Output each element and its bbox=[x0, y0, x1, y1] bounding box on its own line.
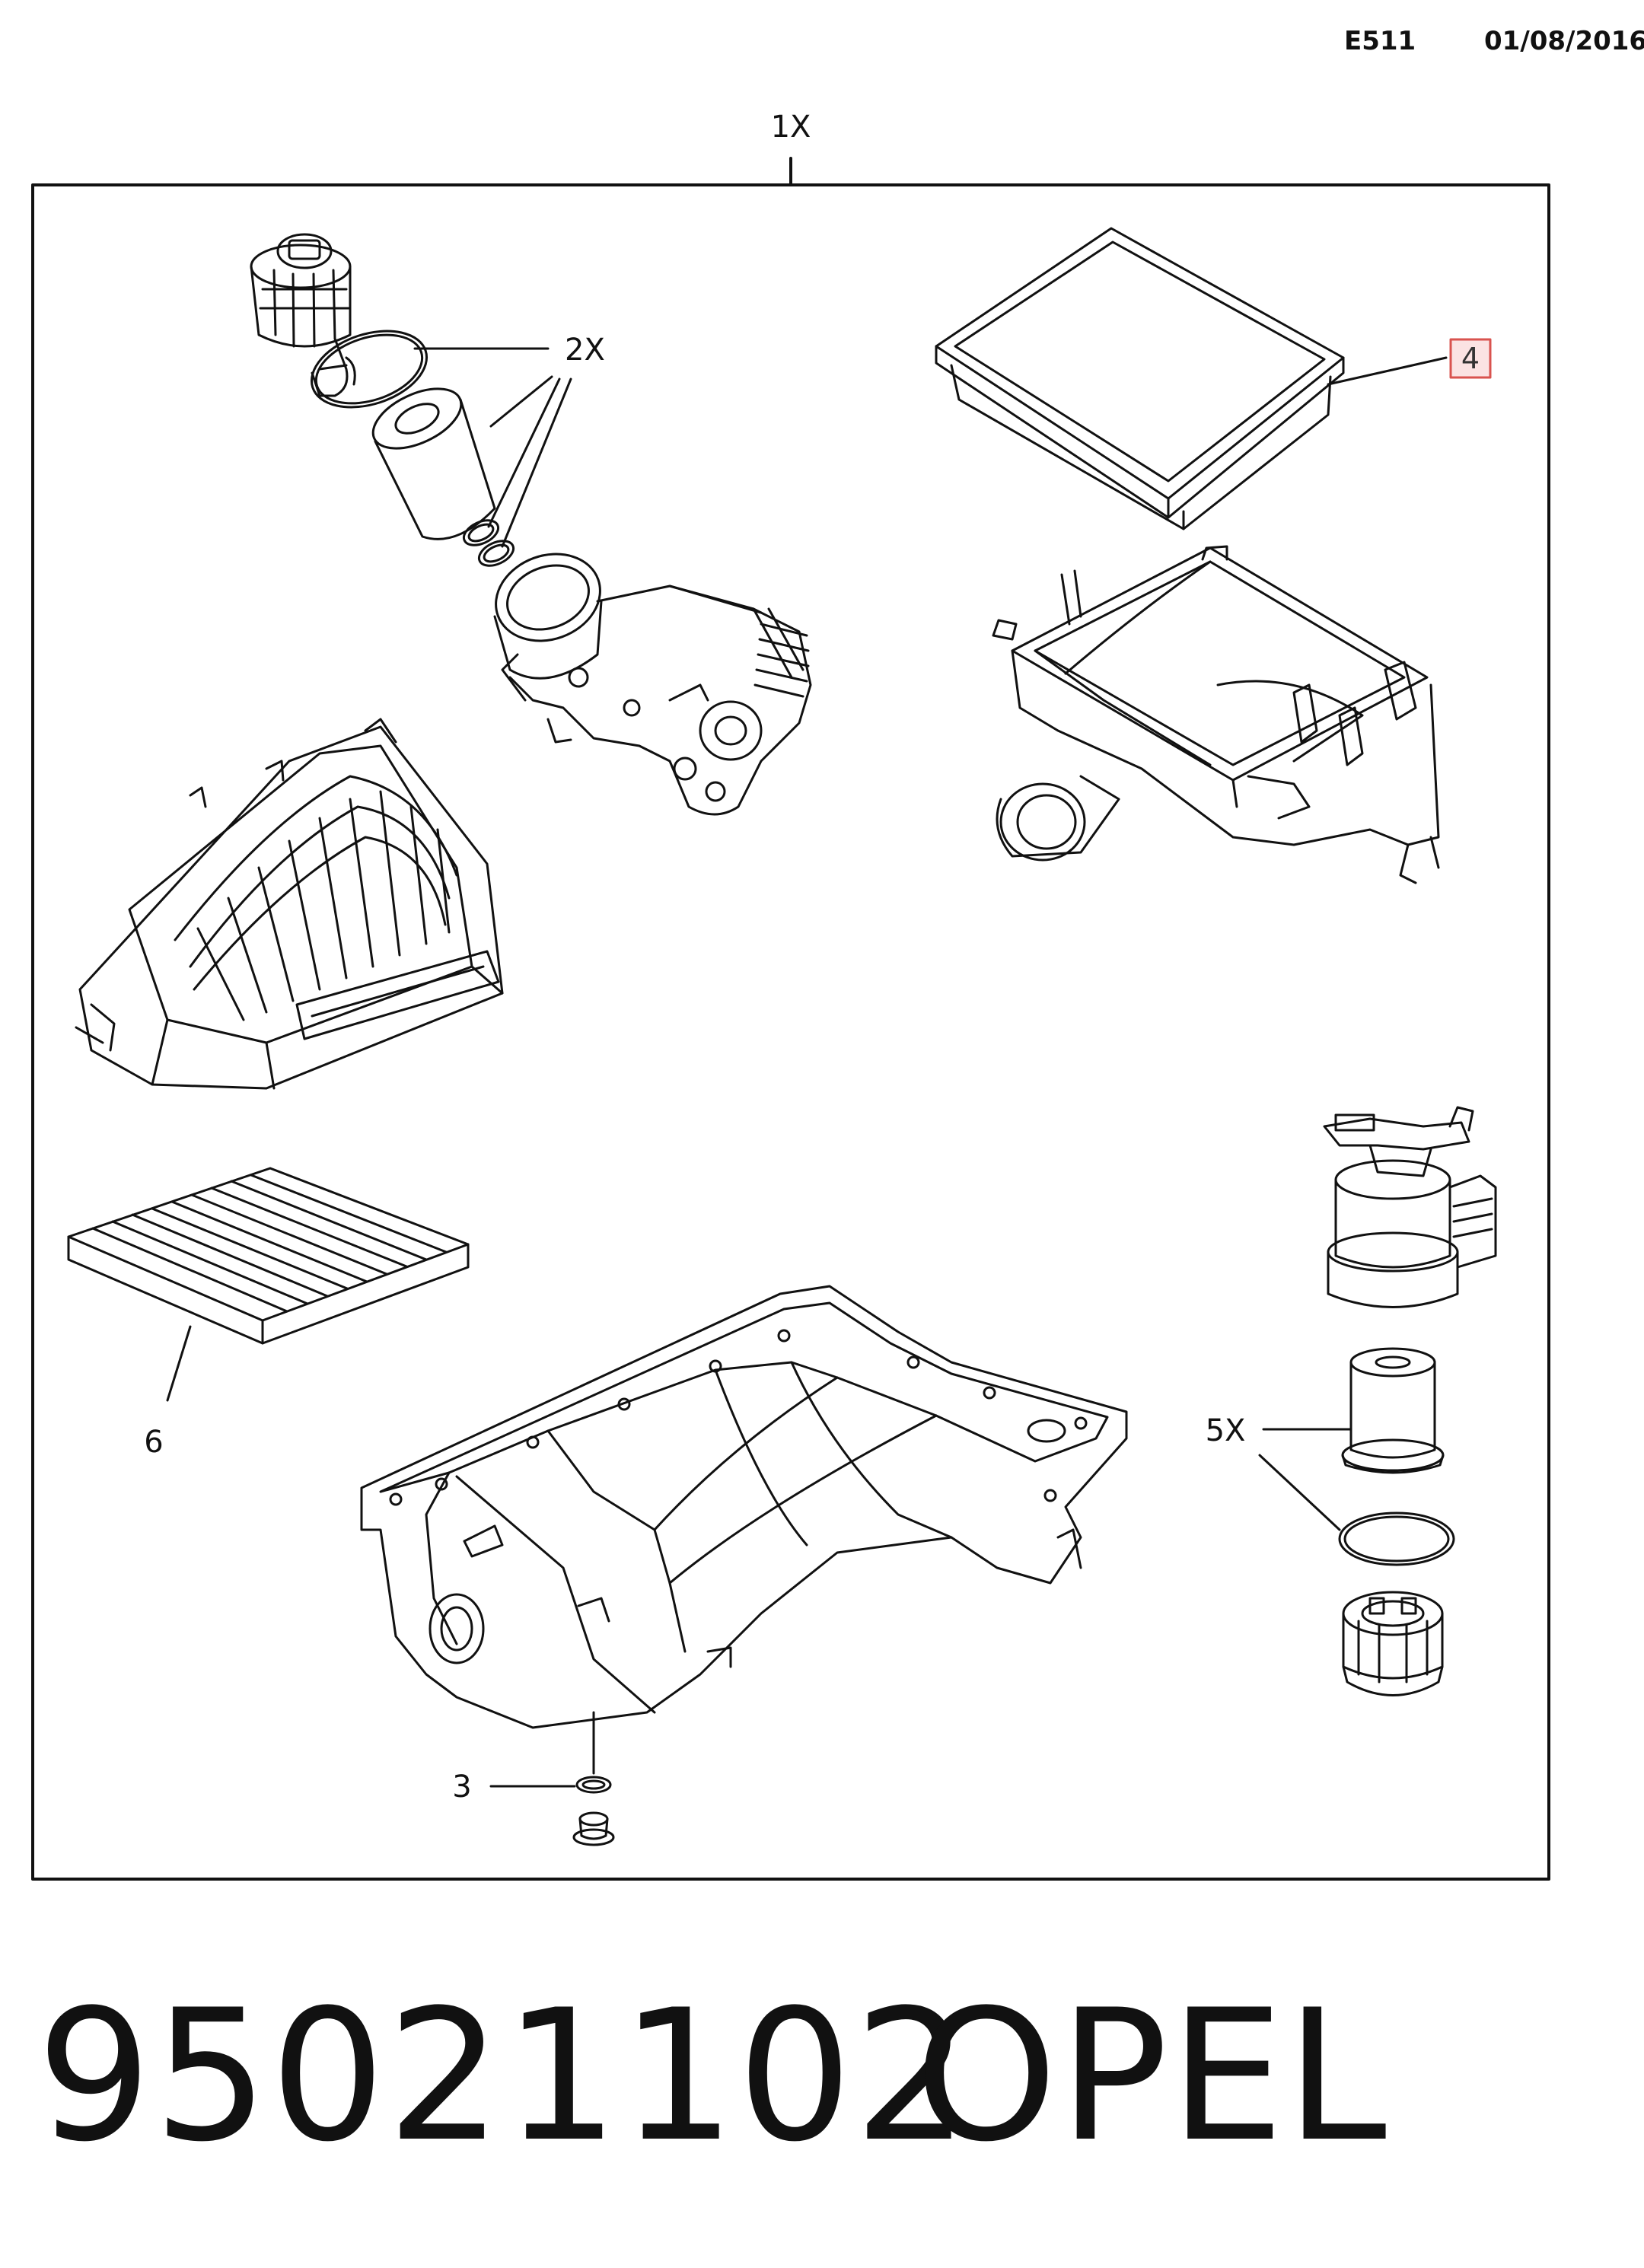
air-filter-housing-icon bbox=[992, 545, 1440, 884]
callout-fuel-filter: 5X bbox=[1206, 1413, 1246, 1448]
callout-oil-filter: 2X bbox=[565, 333, 605, 368]
callout-air-filter-highlight bbox=[1449, 338, 1492, 379]
fuel-filter-element-icon bbox=[1341, 1347, 1445, 1474]
catalog-code: E511 bbox=[1344, 26, 1416, 56]
part-number: 95021102 bbox=[37, 1971, 971, 2182]
oil-filter-oring-icon bbox=[310, 330, 429, 409]
callout-drain-plug: 3 bbox=[452, 1769, 471, 1805]
catalog-date: 01/08/2016 bbox=[1484, 26, 1644, 56]
kit-frame bbox=[31, 183, 1550, 1881]
air-filter-element-icon bbox=[935, 227, 1345, 530]
parts-diagram: 1X 2X bbox=[31, 110, 1550, 1881]
oil-filter-housing-icon bbox=[493, 553, 812, 816]
fuel-filter-cap-icon bbox=[1342, 1591, 1444, 1696]
fuel-filter-housing-icon bbox=[1323, 1106, 1497, 1308]
drain-plug-icon bbox=[572, 1711, 615, 1846]
cabin-filter-icon bbox=[67, 1167, 470, 1345]
oil-filter-small-seals-icon bbox=[462, 519, 515, 567]
intake-manifold-icon bbox=[75, 718, 504, 1090]
fuel-filter-oring-icon bbox=[1338, 1511, 1455, 1566]
callout-kit: 1X bbox=[771, 110, 811, 145]
callout-air-filter: 4 bbox=[1461, 342, 1480, 375]
callout-cabin-filter: 6 bbox=[144, 1425, 163, 1460]
oil-pan-icon bbox=[360, 1285, 1128, 1729]
oil-filter-element-icon bbox=[371, 387, 496, 540]
oil-filter-cap-icon bbox=[250, 233, 356, 397]
brand-name: OPEL bbox=[915, 1971, 1388, 2182]
